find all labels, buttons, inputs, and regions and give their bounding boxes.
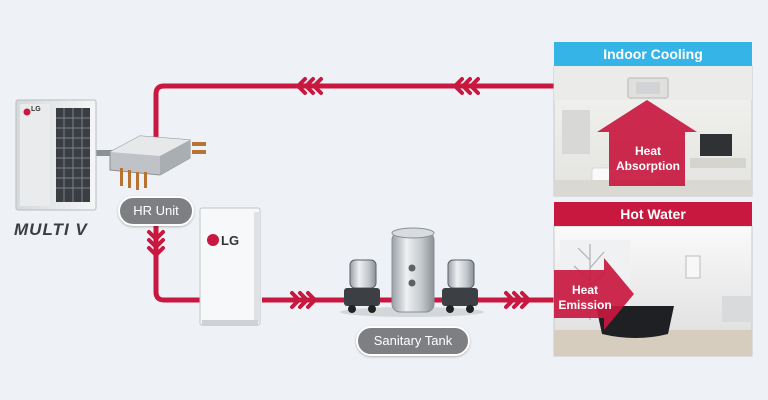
lg-logo-outdoor: LG bbox=[31, 106, 41, 113]
hr-unit-box bbox=[109, 135, 206, 190]
hydro-kit-unit bbox=[199, 207, 261, 326]
top-right-chevrons bbox=[453, 77, 480, 95]
top-return-pipe bbox=[153, 83, 555, 150]
sanitary-tank-assembly bbox=[340, 227, 484, 317]
lg-logo-hydro: LG bbox=[221, 233, 240, 248]
heat-absorption-label: Heat Absorption bbox=[616, 144, 680, 173]
bottom-left-chevrons bbox=[290, 291, 317, 309]
down-chevrons bbox=[147, 230, 165, 257]
heat-emission-arrow bbox=[554, 258, 634, 330]
right-pump bbox=[442, 259, 478, 313]
flow-chevrons bbox=[147, 77, 531, 309]
bottom-right-chevrons bbox=[504, 291, 531, 309]
left-pump bbox=[344, 259, 380, 313]
multi-v-outdoor-unit bbox=[15, 99, 97, 211]
heat-absorption-arrow bbox=[597, 100, 697, 186]
sanitary-tank-label: Sanitary Tank bbox=[356, 326, 470, 356]
heat-emission-label: Heat Emission bbox=[558, 283, 612, 312]
hr-unit-label: HR Unit bbox=[118, 196, 194, 226]
indoor-cooling-title: Indoor Cooling bbox=[554, 42, 752, 66]
multi-v-logo: MULTI V bbox=[14, 220, 88, 239]
top-left-chevrons bbox=[296, 77, 323, 95]
hot-water-title: Hot Water bbox=[554, 202, 752, 226]
hr-down-pipe bbox=[153, 222, 205, 303]
